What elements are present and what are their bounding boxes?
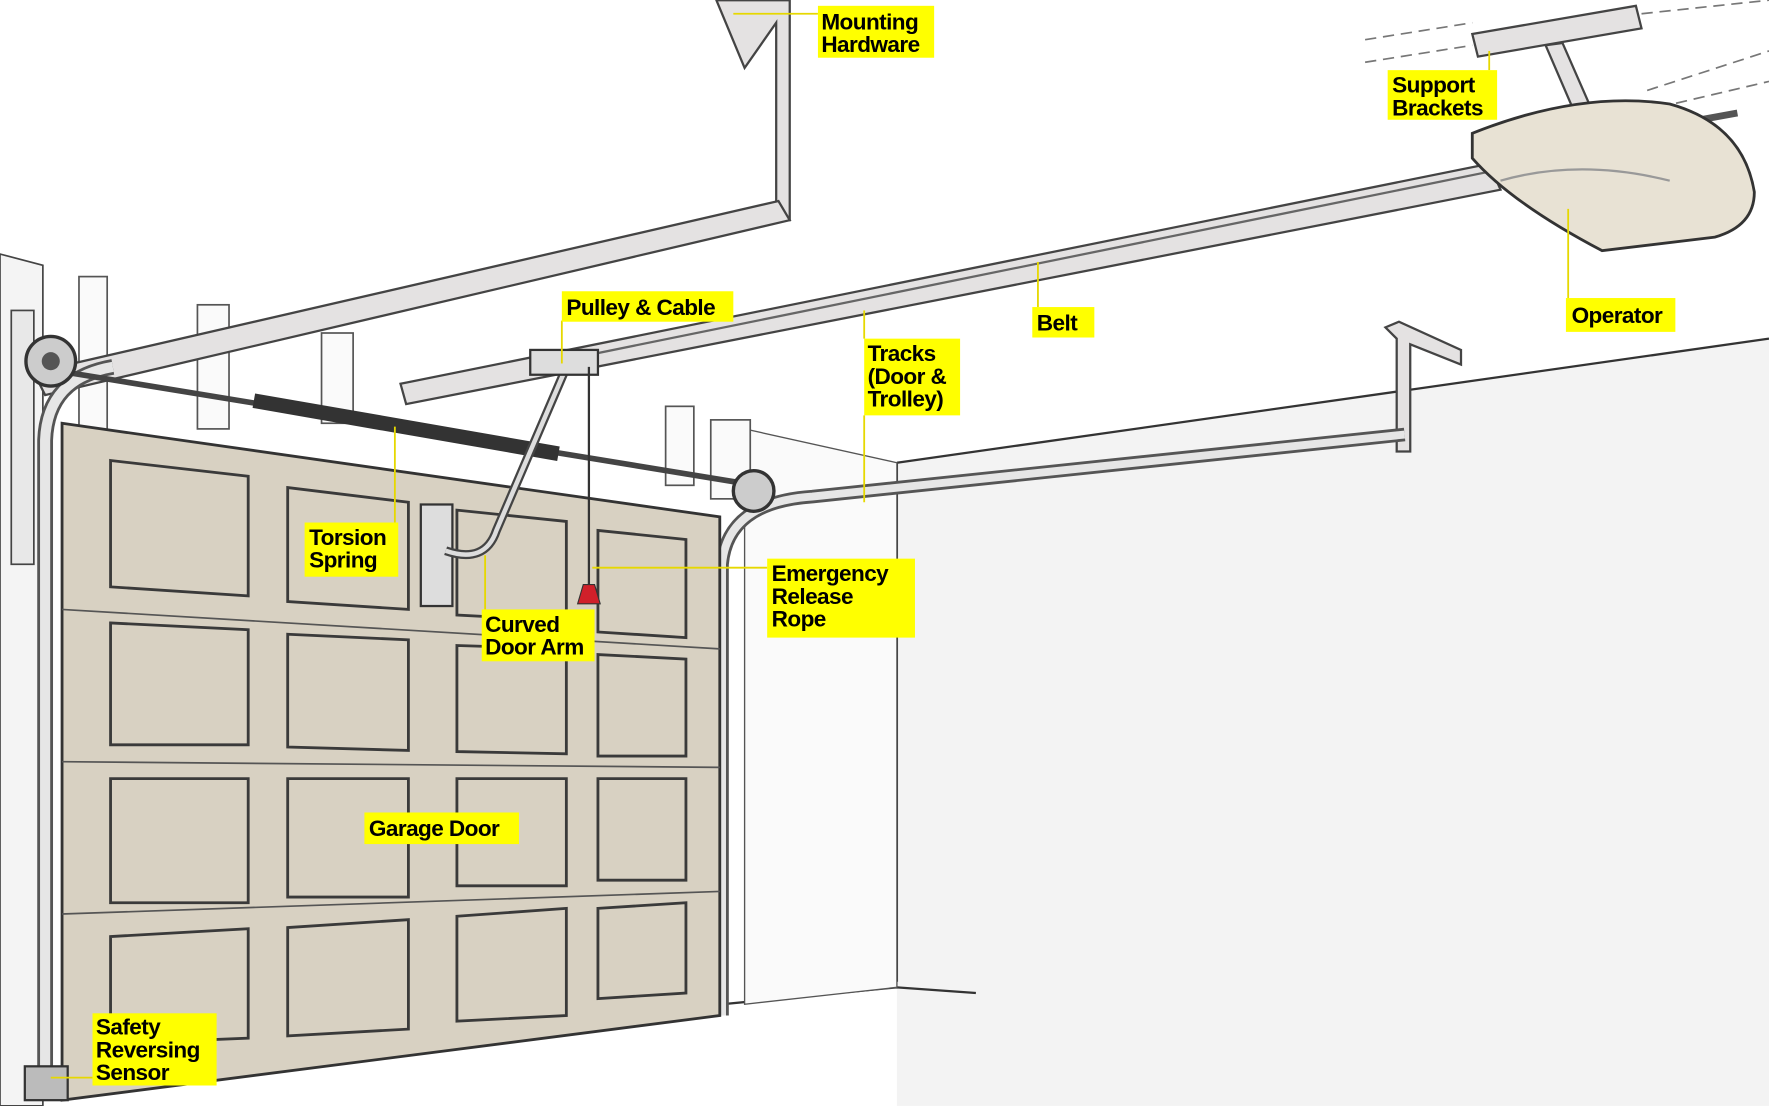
emergency-release-rope bbox=[576, 366, 601, 605]
svg-text:Garage Door: Garage Door bbox=[369, 816, 500, 841]
label-belt: Belt bbox=[1032, 307, 1095, 338]
svg-text:Operator: Operator bbox=[1572, 303, 1663, 328]
rear-hanger bbox=[1383, 320, 1463, 453]
door-tracks bbox=[10, 309, 1406, 1095]
label-pulley-cable: Pulley & Cable bbox=[561, 291, 734, 322]
safety-sensor bbox=[23, 1065, 69, 1102]
torsion-spring bbox=[24, 334, 776, 513]
leader-lines bbox=[50, 12, 1570, 1079]
svg-text:Pulley & Cable: Pulley & Cable bbox=[566, 295, 715, 320]
operator-unit bbox=[1470, 99, 1756, 253]
label-tracks: Tracks(Door &Trolley) bbox=[864, 338, 961, 416]
label-garage-door: Garage Door bbox=[364, 812, 519, 845]
label-operator: Operator bbox=[1565, 298, 1676, 332]
mounting-hardware-bracket bbox=[32, 0, 792, 397]
support-brackets bbox=[1364, 0, 1769, 113]
garage-door bbox=[60, 421, 722, 1102]
svg-text:Belt: Belt bbox=[1037, 311, 1078, 336]
svg-text:Tracks(Door &Trolley): Tracks(Door &Trolley) bbox=[868, 341, 947, 411]
curved-door-arm bbox=[419, 348, 600, 608]
